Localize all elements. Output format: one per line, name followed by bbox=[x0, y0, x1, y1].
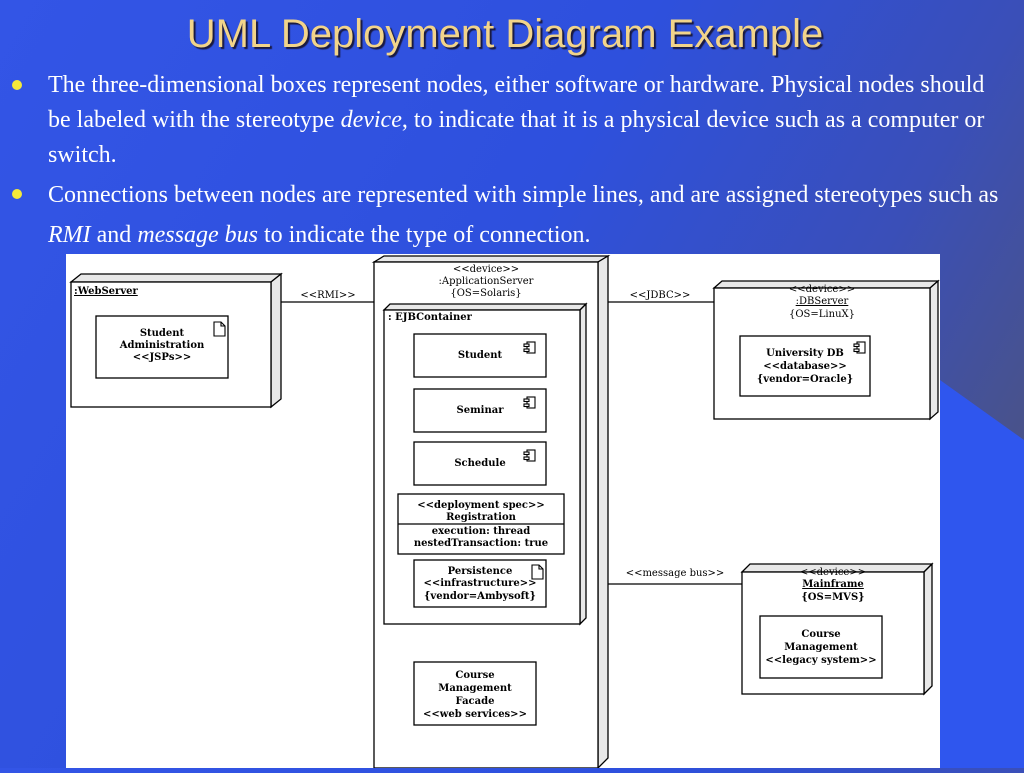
appserver-stereotype: <<device>> bbox=[453, 264, 519, 275]
facade-line: Management bbox=[438, 683, 512, 694]
diagram-panel: :WebServer Student Administration <<JSPs… bbox=[66, 254, 940, 770]
component-schedule bbox=[413, 441, 547, 486]
webserver-node bbox=[69, 272, 283, 409]
message-bus-label: <<message bus>> bbox=[626, 568, 725, 579]
component-label: Schedule bbox=[454, 458, 505, 469]
spec-stereotype: <<deployment spec>> bbox=[417, 500, 545, 511]
component-label: Student bbox=[458, 350, 503, 361]
mainframe-artifact-line: Course bbox=[801, 629, 840, 640]
webserver-artifact-line: <<JSPs>> bbox=[133, 352, 192, 363]
persistence-artifact bbox=[413, 559, 547, 608]
webserver-artifact bbox=[95, 315, 229, 379]
component-label: Seminar bbox=[457, 405, 505, 416]
mainframe-props: {OS=MVS} bbox=[801, 592, 864, 603]
deployment-diagram: :WebServer Student Administration <<JSPs… bbox=[69, 254, 940, 770]
appserver-name: :ApplicationServer bbox=[439, 276, 534, 287]
component-icon bbox=[523, 396, 536, 409]
spec-prop: execution: thread bbox=[432, 526, 531, 537]
persistence-line: {vendor=Ambysoft} bbox=[424, 591, 536, 602]
appserver-node bbox=[371, 254, 611, 770]
facade-line: <<web services>> bbox=[423, 709, 527, 720]
mainframe-artifact-line: <<legacy system>> bbox=[765, 655, 876, 666]
facade-artifact bbox=[413, 661, 537, 726]
rmi-label: <<RMI>> bbox=[300, 290, 355, 301]
spec-name: Registration bbox=[446, 512, 517, 523]
appserver-props: {OS=Solaris} bbox=[450, 288, 521, 299]
bullet-dot-icon bbox=[12, 80, 22, 90]
dbserver-artifact bbox=[739, 335, 871, 397]
persistence-line: Persistence bbox=[448, 566, 513, 577]
mainframe-stereotype: <<device>> bbox=[800, 567, 866, 578]
mainframe-artifact bbox=[759, 615, 883, 679]
persistence-line: <<infrastructure>> bbox=[423, 578, 536, 589]
slide-title: UML Deployment Diagram Example bbox=[186, 12, 824, 56]
dbserver-name: :DBServer bbox=[796, 296, 849, 307]
bullet-emphasis: message bus bbox=[137, 222, 258, 248]
dbserver-node bbox=[712, 279, 940, 421]
bullet-item: Connections between nodes are represente… bbox=[12, 175, 1012, 255]
bullet-dot-icon bbox=[12, 189, 22, 199]
component-icon bbox=[853, 341, 866, 354]
bullet-text: Connections between nodes are represente… bbox=[48, 182, 998, 248]
bullet-text-segment: to indicate the type of connection. bbox=[257, 222, 591, 248]
bullet-text-segment: and bbox=[90, 222, 138, 248]
dbserver-artifact-line: {vendor=Oracle} bbox=[757, 374, 853, 385]
bullet-emphasis: device bbox=[340, 107, 402, 133]
bullet-item: The three-dimensional boxes represent no… bbox=[12, 68, 1012, 173]
bullet-text-segment: , to indicate that it is a physical devi… bbox=[48, 107, 985, 168]
component-icon bbox=[523, 341, 536, 354]
component-icon bbox=[523, 449, 536, 462]
bullet-text-segment: Connections between nodes are represente… bbox=[48, 182, 999, 208]
document-icon bbox=[213, 321, 226, 337]
webserver-artifact-line: Administration bbox=[119, 340, 205, 351]
webserver-artifact-line: Student bbox=[140, 328, 185, 339]
spec-prop: nestedTransaction: true bbox=[414, 538, 548, 549]
component-student bbox=[413, 333, 547, 378]
webserver-name: :WebServer bbox=[74, 286, 138, 297]
ejb-name: : EJBContainer bbox=[388, 312, 473, 323]
bullet-emphasis: RMI bbox=[48, 222, 91, 248]
mainframe-name: Mainframe bbox=[802, 579, 864, 590]
component-seminar bbox=[413, 388, 547, 433]
dbserver-props: {OS=LinuX} bbox=[789, 309, 855, 320]
bullet-text: The three-dimensional boxes represent no… bbox=[48, 72, 984, 168]
document-icon bbox=[531, 564, 544, 580]
jdbc-label: <<JDBC>> bbox=[630, 290, 691, 301]
mainframe-artifact-line: Management bbox=[784, 642, 858, 653]
dbserver-stereotype: <<device>> bbox=[789, 284, 855, 295]
dbserver-artifact-line: <<database>> bbox=[763, 361, 847, 372]
bullet-list: The three-dimensional boxes represent no… bbox=[12, 68, 1012, 255]
facade-line: Course bbox=[455, 670, 494, 681]
bullet-text-segment: The three-dimensional boxes represent no… bbox=[48, 72, 985, 133]
mainframe-node bbox=[740, 562, 934, 696]
facade-line: Facade bbox=[456, 696, 495, 707]
dbserver-artifact-line: University DB bbox=[766, 348, 844, 359]
